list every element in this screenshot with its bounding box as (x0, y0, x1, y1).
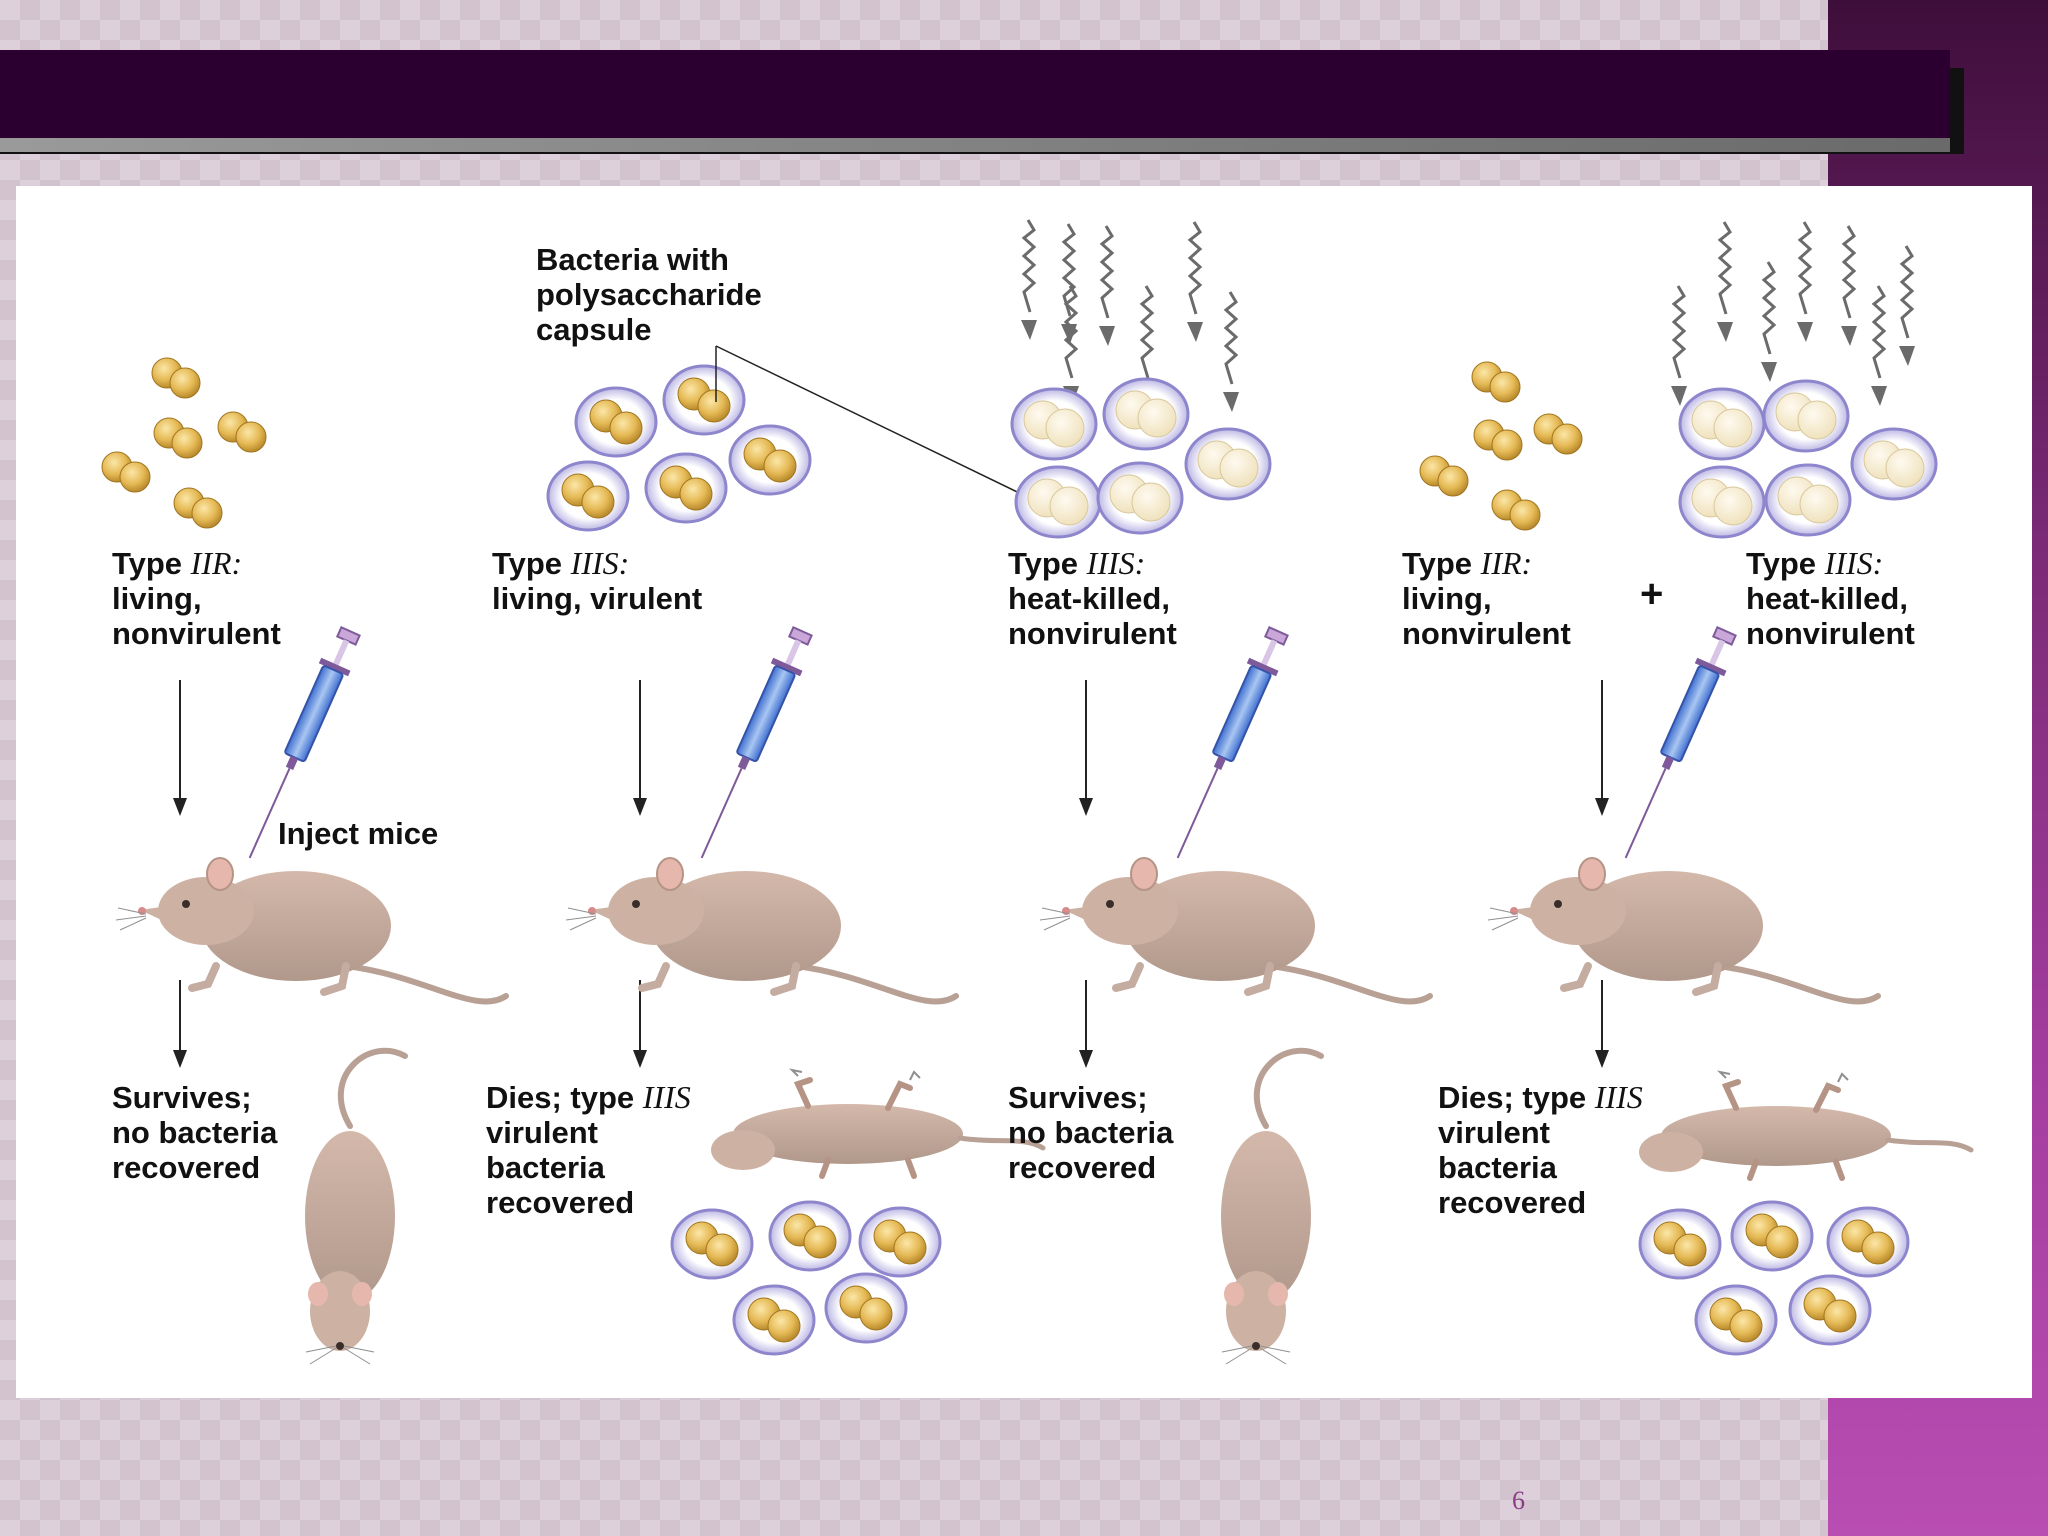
capsule-callout-line-1: Bacteria with (536, 242, 729, 277)
strain-code: IIIS: (1086, 545, 1146, 581)
recovered-virulent-bacteria-1 (670, 1200, 942, 1356)
strain-code: IIIS: (1824, 545, 1884, 581)
type-iir-bacteria (101, 357, 267, 529)
panel-4-outcome-label: Dies; type IIIS virulent bacteria recove… (1438, 1079, 1643, 1221)
panel-4-type-label: Type IIR: living, nonvirulent (1402, 545, 1571, 652)
mouse-2 (566, 858, 956, 1002)
plus-sign: + (1640, 572, 1664, 616)
mouse-3 (1040, 858, 1430, 1002)
strain-code: IIR: (1480, 545, 1533, 581)
strain-code: IIIS: (570, 545, 630, 581)
capsule-callout-line-3: capsule (536, 312, 652, 347)
panel-3-outcome-label: Survives; no bacteria recovered (1008, 1080, 1174, 1185)
arrow-down-1b (172, 979, 188, 1069)
surviving-mouse-2 (1221, 1051, 1321, 1364)
figure-illustration (101, 218, 2032, 1398)
inject-mice-label: Inject mice (278, 816, 439, 851)
surviving-mouse-1 (305, 1051, 405, 1364)
syringe-2 (686, 623, 819, 866)
arrow-down-3b (1078, 979, 1094, 1069)
arrow-down-3a (1078, 679, 1094, 817)
panel-2-outcome-label: Dies; type IIIS virulent bacteria recove… (486, 1079, 691, 1221)
syringe-3 (1162, 623, 1295, 866)
mouse-4 (1488, 858, 1878, 1002)
dead-mouse-1 (711, 1070, 1043, 1176)
recovered-virulent-bacteria-2 (1638, 1200, 1910, 1356)
title-bar (0, 50, 1950, 138)
slide-page-number: 6 (1512, 1486, 1525, 1515)
syringe-4 (1610, 623, 1743, 866)
panel-1-type-label: Type IIR: living, nonvirulent (112, 545, 281, 652)
arrow-down-4a (1594, 679, 1610, 817)
strain-code: IIR: (190, 545, 243, 581)
arrow-down-2a (632, 679, 648, 817)
arrow-down-2b (632, 979, 648, 1069)
type-iir-bacteria-2 (1419, 361, 1583, 531)
panel-2-type-label: Type IIIS: living, virulent (492, 545, 703, 617)
dead-mouse-2 (1639, 1072, 1971, 1178)
panel-1-outcome-label: Survives; no bacteria recovered (112, 1080, 278, 1185)
griffith-experiment-figure: Bacteria with polysaccharide capsule Inj… (16, 186, 2032, 1398)
strain-code: IIIS (1594, 1079, 1643, 1115)
heat-killed-bacteria-2 (1678, 379, 1938, 539)
arrow-down-1a (172, 679, 188, 817)
panel-4-type2-label: Type IIIS: heat-killed, nonvirulent (1746, 545, 1915, 652)
mouse-1 (116, 858, 506, 1002)
strain-code: IIIS (642, 1079, 691, 1115)
title-underline (0, 138, 1950, 152)
panel-3-type-label: Type IIIS: heat-killed, nonvirulent (1008, 545, 1177, 652)
capsule-callout-label: Bacteria with polysaccharide capsule (536, 242, 762, 347)
heat-arrows-2 (1669, 220, 1917, 408)
capsule-callout-line-2 (715, 345, 1043, 505)
capsule-callout-line-2-text: polysaccharide (536, 277, 762, 312)
type-iiis-living-bacteria (546, 364, 812, 532)
arrow-down-4b (1594, 979, 1610, 1069)
